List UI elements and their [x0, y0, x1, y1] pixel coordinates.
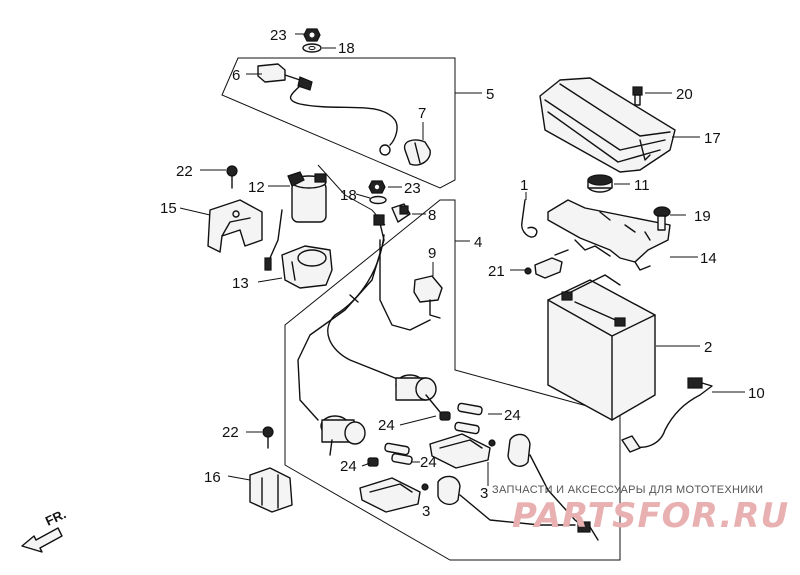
- callout-13: 13: [232, 275, 249, 292]
- nut-23-top: [303, 28, 321, 42]
- battery-cover-17: [539, 77, 676, 173]
- bolt-19: [653, 206, 671, 231]
- grommet-upper: [507, 433, 531, 467]
- fuse-24-c: [454, 421, 480, 435]
- callout-10: 10: [748, 385, 765, 402]
- relay-bracket-15: [207, 199, 263, 253]
- breather-tube-10: [621, 377, 713, 453]
- battery-2: [547, 274, 656, 421]
- battery-cable-positive: [257, 63, 398, 156]
- callout-24-b: 24: [378, 417, 395, 434]
- callout-24-d: 24: [420, 454, 437, 471]
- fuse-holder-lower: [320, 415, 366, 456]
- watermark-text: ЗАПЧАСТИ И АКСЕССУАРЫ ДЛЯ МОТОТЕХНИКИ: [492, 484, 763, 496]
- clip-21: [524, 249, 569, 279]
- callout-3-upper: 3: [480, 485, 488, 502]
- bolt-20: [632, 86, 643, 106]
- front-direction-label: FR.: [43, 506, 68, 528]
- callout-14: 14: [700, 250, 717, 267]
- battery-holder-14: [547, 199, 671, 271]
- screw-22-top: [226, 165, 238, 189]
- callout-22-bottom: 22: [222, 424, 239, 441]
- washer-18-top: [302, 43, 322, 53]
- screw-22-bottom: [262, 426, 274, 449]
- fuse-24-b: [439, 411, 451, 421]
- fuse-24-d: [367, 442, 413, 467]
- callout-21: 21: [488, 263, 505, 280]
- callout-6: 6: [232, 67, 240, 84]
- callout-23-middle: 23: [404, 180, 421, 197]
- terminal-8: [391, 203, 411, 223]
- callout-11: 11: [634, 177, 650, 194]
- assembly-frame-5: [221, 57, 456, 189]
- nut-23-middle: [368, 180, 386, 194]
- callout-8: 8: [428, 207, 436, 224]
- connector-9: [413, 275, 443, 319]
- callout-15: 15: [160, 200, 177, 217]
- callout-7: 7: [418, 105, 426, 122]
- relay-cover-13: [281, 245, 333, 289]
- callout-22-top: 22: [176, 163, 193, 180]
- fuse-24-a: [457, 402, 483, 416]
- callout-3-lower: 3: [422, 503, 430, 520]
- fuse-box-3-upper: [429, 433, 491, 469]
- callout-20: 20: [676, 86, 693, 103]
- bracket-16: [249, 467, 293, 513]
- fuse-holder-upper: [395, 374, 441, 413]
- callout-18-top: 18: [338, 40, 355, 57]
- clamp-1: [521, 199, 538, 238]
- callout-19: 19: [694, 208, 711, 225]
- nut-11: [587, 174, 613, 193]
- fuse-harness: [297, 214, 431, 421]
- callout-18-middle: 18: [340, 187, 357, 204]
- washer-18-middle: [369, 195, 387, 205]
- starter-relay-12: [264, 171, 327, 271]
- callout-24-a: 24: [504, 407, 521, 424]
- callout-1: 1: [520, 177, 528, 194]
- watermark-logo: PARTSFOR.RU: [512, 496, 789, 536]
- callout-5: 5: [486, 86, 494, 103]
- callout-17: 17: [704, 130, 721, 147]
- callout-2: 2: [704, 339, 712, 356]
- front-direction-arrow: [21, 527, 63, 553]
- callout-9: 9: [428, 245, 436, 262]
- callout-16: 16: [204, 469, 221, 486]
- callout-24-c: 24: [340, 458, 357, 475]
- grommet-lower: [421, 439, 496, 506]
- terminal-cover-7: [403, 139, 431, 166]
- fuse-box-3-lower: [359, 477, 421, 513]
- callout-12: 12: [248, 179, 265, 196]
- callout-4: 4: [474, 234, 482, 251]
- callout-23-top: 23: [270, 27, 287, 44]
